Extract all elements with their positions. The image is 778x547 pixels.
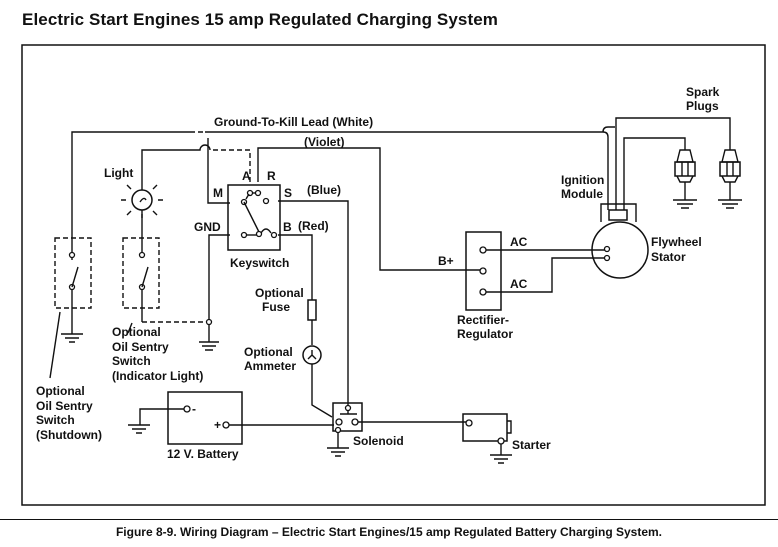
- rectifier-regulator-label-2: Regulator: [457, 327, 513, 341]
- starter-label: Starter: [512, 438, 551, 452]
- spark-plug-icon: [673, 149, 697, 209]
- oil-indicator-label-4: (Indicator Light): [112, 369, 203, 383]
- spark-plug-wires: [615, 117, 731, 210]
- light-bulb-icon: [121, 182, 163, 255]
- b-plus-label: B+: [438, 254, 454, 268]
- oil-sentry-shutdown-switch-box: [54, 237, 92, 309]
- keyswitch-contacts: [240, 189, 278, 239]
- light-label: Light: [104, 166, 133, 180]
- battery-box: [167, 391, 243, 445]
- ground-icon: [490, 454, 512, 464]
- optional-ammeter-label-1: Optional: [244, 345, 293, 359]
- solenoid-box: [332, 402, 363, 432]
- oil-indicator-label-3: Switch: [112, 354, 151, 368]
- blue-wire: [278, 200, 349, 405]
- caption-divider: [0, 519, 778, 520]
- spark-plug-icon: [718, 149, 742, 209]
- red-label: (Red): [298, 219, 329, 233]
- starter-terminals: [465, 419, 512, 455]
- keyswitch-m-label: M: [213, 186, 223, 200]
- optional-fuse-label-2: Fuse: [262, 300, 290, 314]
- ground-icon: [61, 333, 83, 343]
- m-wire: [207, 138, 230, 204]
- solenoid-label: Solenoid: [353, 434, 404, 448]
- keyswitch-r-label: R: [267, 169, 276, 183]
- red-wire: [278, 234, 313, 300]
- keyswitch-a-label: A: [242, 169, 251, 183]
- battery-label: 12 V. Battery: [167, 447, 239, 461]
- oil-sentry-indicator-switch-box: [122, 237, 160, 309]
- oil-sentry-indicator-switch: [138, 251, 213, 326]
- diagram-title: Electric Start Engines 15 amp Regulated …: [22, 10, 498, 29]
- ground-icon: [199, 325, 219, 351]
- stator-terminal: [603, 245, 611, 253]
- optional-fuse-label-1: Optional: [255, 286, 304, 300]
- ammeter-needle: [307, 350, 317, 360]
- keyswitch-s-label: S: [284, 186, 292, 200]
- diagram-frame: [21, 44, 766, 506]
- solenoid-terminals: [334, 404, 466, 448]
- oil-shutdown-label-1: Optional: [36, 384, 85, 398]
- figure-caption: Figure 8-9. Wiring Diagram – Electric St…: [115, 525, 663, 539]
- oil-shutdown-label-3: Switch: [36, 413, 75, 427]
- ground-to-kill-wire: [71, 126, 615, 260]
- oil-sentry-shutdown-switch: [68, 251, 79, 334]
- oil-indicator-label-2: Oil Sentry: [112, 340, 169, 354]
- flywheel-stator-label-2: Stator: [651, 250, 686, 264]
- battery-terminals: [139, 405, 334, 429]
- spark-plugs-label-1: Spark: [686, 85, 720, 99]
- ignition-module-label-1: Ignition: [561, 173, 604, 187]
- keyswitch-label: Keyswitch: [230, 256, 289, 270]
- battery-plus-label: +: [214, 418, 221, 432]
- flywheel-stator-circle: [591, 221, 649, 279]
- blue-label: (Blue): [307, 183, 341, 197]
- ac-bottom-label: AC: [510, 277, 528, 291]
- stator-terminal: [603, 254, 611, 262]
- ignition-module-label-2: Module: [561, 187, 603, 201]
- flywheel-stator-label-1: Flywheel: [651, 235, 702, 249]
- battery-minus-label: -: [192, 402, 196, 416]
- rectifier-regulator-label-1: Rectifier-: [457, 313, 509, 327]
- starter-box: [462, 413, 508, 442]
- ignition-module-symbol: [600, 203, 637, 222]
- ground-icon: [327, 447, 349, 457]
- optional-ammeter-label-2: Ammeter: [244, 359, 296, 373]
- ground-to-kill-label: Ground-To-Kill Lead (White): [214, 115, 373, 129]
- oil-shutdown-label-2: Oil Sentry: [36, 399, 93, 413]
- ammeter-to-solenoid-wire: [311, 364, 333, 418]
- spark-plugs-label-2: Plugs: [686, 99, 719, 113]
- rectifier-regulator-box: [465, 231, 502, 311]
- violet-wire: [257, 147, 480, 271]
- oil-shutdown-label-4: (Shutdown): [36, 428, 102, 442]
- indicator-pointer-arrow: [127, 322, 133, 334]
- oil-indicator-label-1: Optional: [112, 325, 161, 339]
- light-wire: [141, 144, 251, 182]
- gnd-wire: [208, 234, 230, 322]
- keyswitch-box: [227, 184, 281, 251]
- keyswitch-b-label: B: [283, 220, 292, 234]
- gnd-label: GND: [194, 220, 221, 234]
- violet-label: (Violet): [304, 135, 344, 149]
- fuse-symbol: [307, 299, 317, 321]
- ac-top-label: AC: [510, 235, 528, 249]
- ground-icon: [128, 424, 150, 434]
- shutdown-pointer-arrow: [49, 311, 61, 379]
- rectifier-terminals: [479, 246, 607, 296]
